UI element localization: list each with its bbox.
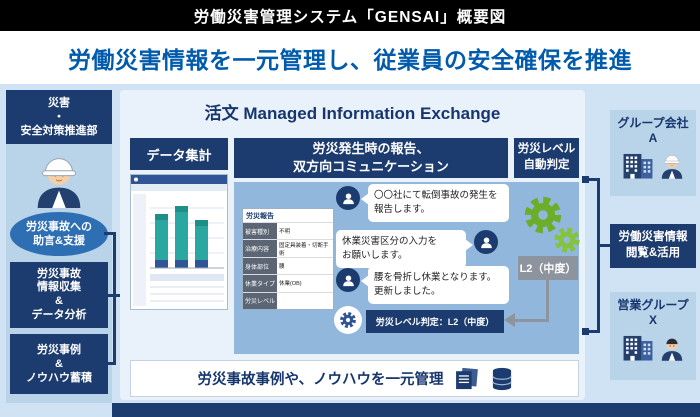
form-title: 労災報告	[243, 209, 333, 223]
support-pill: 労災事故への 助言&支援	[10, 212, 108, 256]
title-bar: 労働災害管理システム「GENSAI」概要図	[0, 0, 700, 31]
group-company-a-box: グループ会社 A	[610, 110, 696, 196]
connector-right-vline	[597, 178, 600, 333]
form-row: 労災レベル	[243, 292, 333, 310]
connector-left-in	[113, 294, 123, 297]
department-box: 災害 ・ 安全対策推進部	[6, 90, 112, 144]
gear-badge-icon	[334, 306, 362, 334]
headline-bar: 労働災害情報を一元管理し、従業員の安全確保を推進	[0, 31, 700, 84]
connector-left-vline	[113, 232, 116, 365]
level-auto-judgment-header: 労災レベル 自動判定	[514, 138, 579, 178]
headline-text: 労働災害情報を一元管理し、従業員の安全確保を推進	[68, 46, 632, 73]
knowhow-management-bar: 労災事故事例や、ノウハウを一元管理	[130, 360, 579, 397]
data-aggregation-header: データ集計	[130, 138, 228, 170]
safety-worker-icon	[31, 148, 87, 208]
admin-avatar-icon	[474, 230, 498, 254]
chat-bubble-1: 〇〇社にて転倒事故の発生を 報告します。	[361, 184, 509, 222]
info-collect-box: 労災事故 情報収集 & データ分析	[10, 262, 108, 328]
connector-left-stub-1	[104, 232, 116, 235]
level-value-box: L2（中度）	[518, 256, 578, 280]
sales-group-x-box: 営業グループ X	[610, 292, 696, 380]
connector-right-in	[597, 244, 611, 247]
connector-left-stub-3	[104, 362, 116, 365]
center-title: 活文 Managed Information Exchange	[204, 104, 501, 123]
gear-small-icon	[551, 224, 583, 256]
connector-square-bottom	[582, 328, 589, 335]
connector-right-stub-bottom	[589, 330, 599, 333]
reporter-avatar-icon	[336, 186, 360, 210]
worker-icon	[659, 150, 685, 179]
level-judgment-label: 労災レベル判定：L2（中度）	[366, 310, 504, 333]
level-arrow-horizontal	[515, 319, 549, 322]
knowhow-box: 労災事例 & ノウハウ蓄積	[10, 334, 108, 394]
management-bar-text: 労災事故事例や、ノウハウを一元管理	[197, 372, 444, 388]
connector-square-top	[582, 176, 589, 183]
report-communication-header: 労災発生時の報告、 双方向コミュニケーション	[234, 138, 508, 178]
form-row: 治療内容 固定具装着・切断手術	[243, 240, 333, 258]
accident-report-form: 労災報告 被害種別 不明 治療内容 固定具装着・切断手術 身体部位 腰 休業タイ…	[242, 208, 334, 310]
info-view-use-box: 労働災害情報 閲覧&活用	[610, 224, 696, 268]
system-title: 労働災害管理システム「GENSAI」概要図	[193, 8, 507, 26]
form-row: 休業タイプ 休業(OB)	[243, 275, 333, 293]
bottom-strip	[112, 403, 700, 417]
database-icon	[492, 367, 512, 391]
level-arrow-head	[504, 313, 515, 327]
form-row: 被害種別 不明	[243, 223, 333, 241]
documents-icon	[454, 368, 482, 390]
form-row: 身体部位 腰	[243, 257, 333, 276]
group-x-label: 営業グループ X	[617, 298, 689, 327]
building-icon	[621, 151, 655, 179]
chat-bubble-2: 休業災害区分の入力を お願いします。	[336, 230, 473, 268]
office-person-icon	[659, 332, 685, 361]
level-arrow-vertical	[546, 280, 549, 322]
connector-left-stub-2	[104, 294, 116, 297]
data-aggregation-screenshot	[130, 174, 228, 310]
group-a-label: グループ会社 A	[617, 116, 689, 145]
connector-right-stub-top	[589, 178, 599, 181]
building-icon	[621, 333, 655, 361]
chat-bubble-3: 腰を骨折し休業となります。 更新しました。	[361, 266, 509, 304]
reporter-avatar-icon	[336, 268, 360, 292]
